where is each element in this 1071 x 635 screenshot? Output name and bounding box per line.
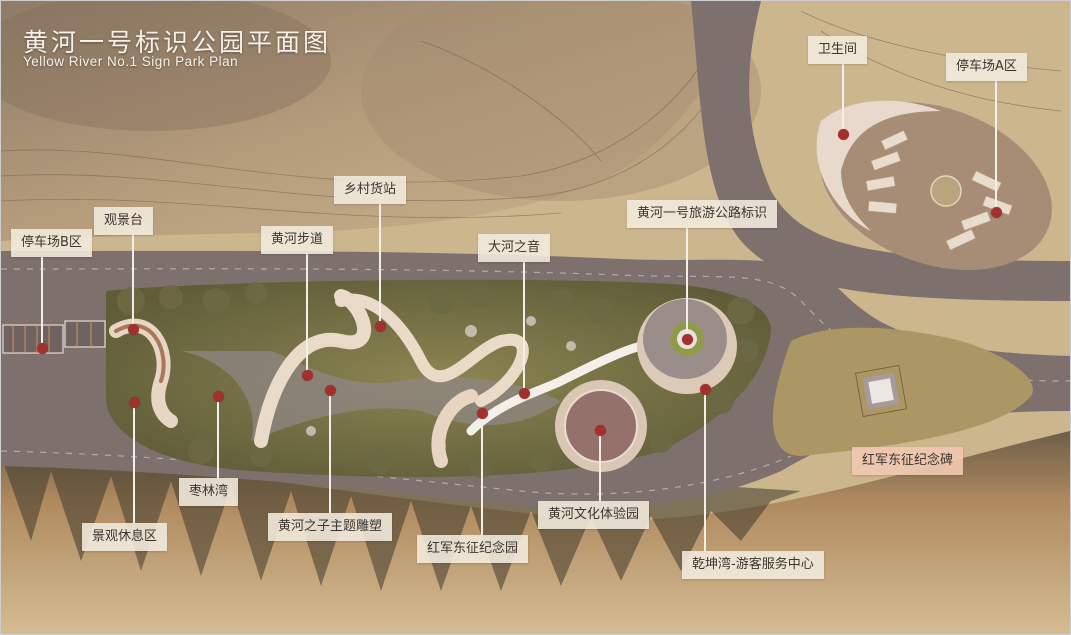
location-pin-icon[interactable] xyxy=(518,387,530,399)
callout-label-yellow-river-trail[interactable]: 黄河步道 xyxy=(261,226,334,254)
callout-label-visitor-center[interactable]: 乾坤湾-游客服务中心 xyxy=(682,551,824,579)
callout-label-culture-park[interactable]: 黄河文化体验园 xyxy=(538,501,650,529)
callout-label-rest-area[interactable]: 景观休息区 xyxy=(82,523,168,551)
callout-label-restroom[interactable]: 卫生间 xyxy=(808,36,868,64)
callout-label-parking-b[interactable]: 停车场B区 xyxy=(11,229,92,257)
callout-label-jujube-bay[interactable]: 枣林湾 xyxy=(179,478,239,506)
callout-label-red-army-monument[interactable]: 红军东征纪念碑 xyxy=(852,447,964,475)
location-pin-icon[interactable] xyxy=(699,383,711,395)
location-pin-icon[interactable] xyxy=(681,333,693,345)
callout-label-red-army-garden[interactable]: 红军东征纪念园 xyxy=(417,535,529,563)
location-pin-icon[interactable] xyxy=(837,128,849,140)
leader-line xyxy=(132,235,134,329)
callout-label-sculpture[interactable]: 黄河之子主题雕塑 xyxy=(268,513,393,541)
location-pin-icon[interactable] xyxy=(128,396,140,408)
leader-line xyxy=(306,254,308,375)
leader-line xyxy=(481,413,483,535)
leader-line xyxy=(41,257,43,348)
location-pin-icon[interactable] xyxy=(36,342,48,354)
leader-line xyxy=(686,228,688,339)
map-title-cn: 黄河一号标识公园平面图 xyxy=(23,28,332,57)
callout-label-viewing-platform[interactable]: 观景台 xyxy=(94,207,154,235)
callout-label-river-sound[interactable]: 大河之音 xyxy=(478,234,551,262)
leader-line xyxy=(842,64,844,134)
leader-line xyxy=(599,430,601,501)
location-pin-icon[interactable] xyxy=(127,323,139,335)
location-pin-icon[interactable] xyxy=(476,407,488,419)
location-pin-icon[interactable] xyxy=(990,206,1002,218)
leader-line xyxy=(217,396,219,478)
leader-line xyxy=(379,204,381,326)
location-pin-icon[interactable] xyxy=(594,424,606,436)
leader-line xyxy=(995,81,997,212)
location-pin-icon[interactable] xyxy=(374,320,386,332)
callout-label-highway-sign[interactable]: 黄河一号旅游公路标识 xyxy=(627,200,778,228)
callout-label-village-station[interactable]: 乡村货站 xyxy=(334,176,407,204)
location-pin-icon[interactable] xyxy=(324,384,336,396)
callout-label-parking-a[interactable]: 停车场A区 xyxy=(946,53,1027,81)
location-pin-icon[interactable] xyxy=(301,369,313,381)
leader-line xyxy=(523,262,525,393)
map-title-en: Yellow River No.1 Sign Park Plan xyxy=(23,54,239,69)
leader-line xyxy=(133,402,135,523)
leader-line xyxy=(329,390,331,513)
location-pin-icon[interactable] xyxy=(212,390,224,402)
leader-line xyxy=(704,389,706,551)
